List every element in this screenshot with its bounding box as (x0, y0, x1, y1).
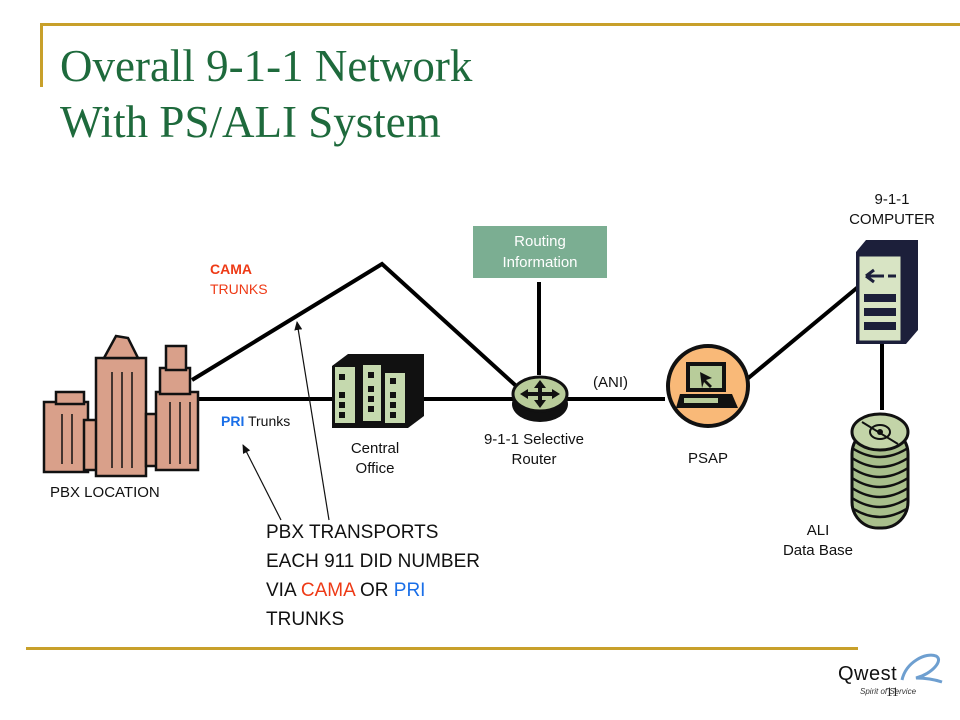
pri-label: PRI (221, 413, 245, 429)
central-office-label: Central Office (340, 439, 410, 479)
computer-line2: COMPUTER (849, 211, 935, 228)
pri-trunks-label: PRI Trunks (221, 411, 290, 431)
trunks-label: TRUNKS (210, 281, 268, 297)
qwest-logo: Qwest Spirit of Service (838, 652, 948, 697)
selective-router-line2: Router (511, 451, 557, 468)
slide-title: Overall 9-1-1 Network With PS/ALI System (60, 38, 472, 150)
qwest-swoosh-icon (900, 653, 943, 684)
transport-note: PBX TRANSPORTS EACH 911 DID NUMBER VIA C… (266, 518, 480, 634)
note-line2: EACH 911 DID NUMBER (266, 551, 480, 572)
office-buildings-icon (42, 334, 200, 478)
ani-label: (ANI) (593, 374, 628, 391)
selective-router-line1: 9-1-1 Selective (483, 431, 585, 448)
pbx-location-label: PBX LOCATION (50, 484, 160, 501)
arrow-to-cama (294, 321, 330, 521)
cama-trunk-line (190, 261, 527, 396)
laptop-icon (666, 344, 750, 428)
title-top-rule (40, 23, 960, 26)
arrow-to-pri (242, 444, 282, 521)
qwest-wordmark: Qwest (838, 663, 898, 685)
note-line1: PBX TRANSPORTS (266, 522, 439, 543)
central-office-line2: Office (355, 460, 395, 477)
qwest-tagline: Spirit of Service (860, 687, 917, 696)
note-or: OR (354, 580, 394, 601)
footer-rule (26, 647, 858, 650)
slide-title-line2: With PS/ALI System (60, 97, 441, 147)
router-icon (511, 375, 569, 422)
note-line3: VIA CAMA OR PRI (266, 576, 480, 605)
psap-computer-line (744, 285, 860, 382)
central-office-line1: Central (350, 440, 400, 457)
page-number: 11 (886, 684, 899, 699)
routing-information-box: Routing Information (473, 226, 607, 278)
pri-trunks-suffix: Trunks (247, 413, 291, 429)
cama-label: CAMA (210, 261, 252, 277)
ali-db-label: ALI Data Base (772, 521, 864, 561)
psap-label: PSAP (687, 450, 729, 467)
note-cama: CAMA (300, 580, 355, 601)
computer-label: 9-1-1 COMPUTER (832, 190, 952, 230)
disk-stack-icon (850, 412, 910, 530)
routing-info-line2: Information (502, 254, 578, 271)
note-via: VIA (266, 580, 301, 601)
ali-db-line2: Data Base (782, 542, 854, 559)
computer-line1: 9-1-1 (874, 191, 910, 208)
note-line4: TRUNKS (266, 609, 345, 630)
slide-title-line1: Overall 9-1-1 Network (60, 41, 473, 91)
title-side-rule (40, 23, 43, 87)
cama-trunks-label: CAMA TRUNKS (210, 259, 268, 299)
note-pri: PRI (393, 580, 426, 601)
selective-router-label: 9-1-1 Selective Router (464, 430, 604, 470)
routing-info-line1: Routing (514, 233, 566, 250)
server-tower-icon (856, 240, 918, 344)
ali-db-line1: ALI (806, 522, 830, 539)
central-office-icon (332, 354, 424, 428)
